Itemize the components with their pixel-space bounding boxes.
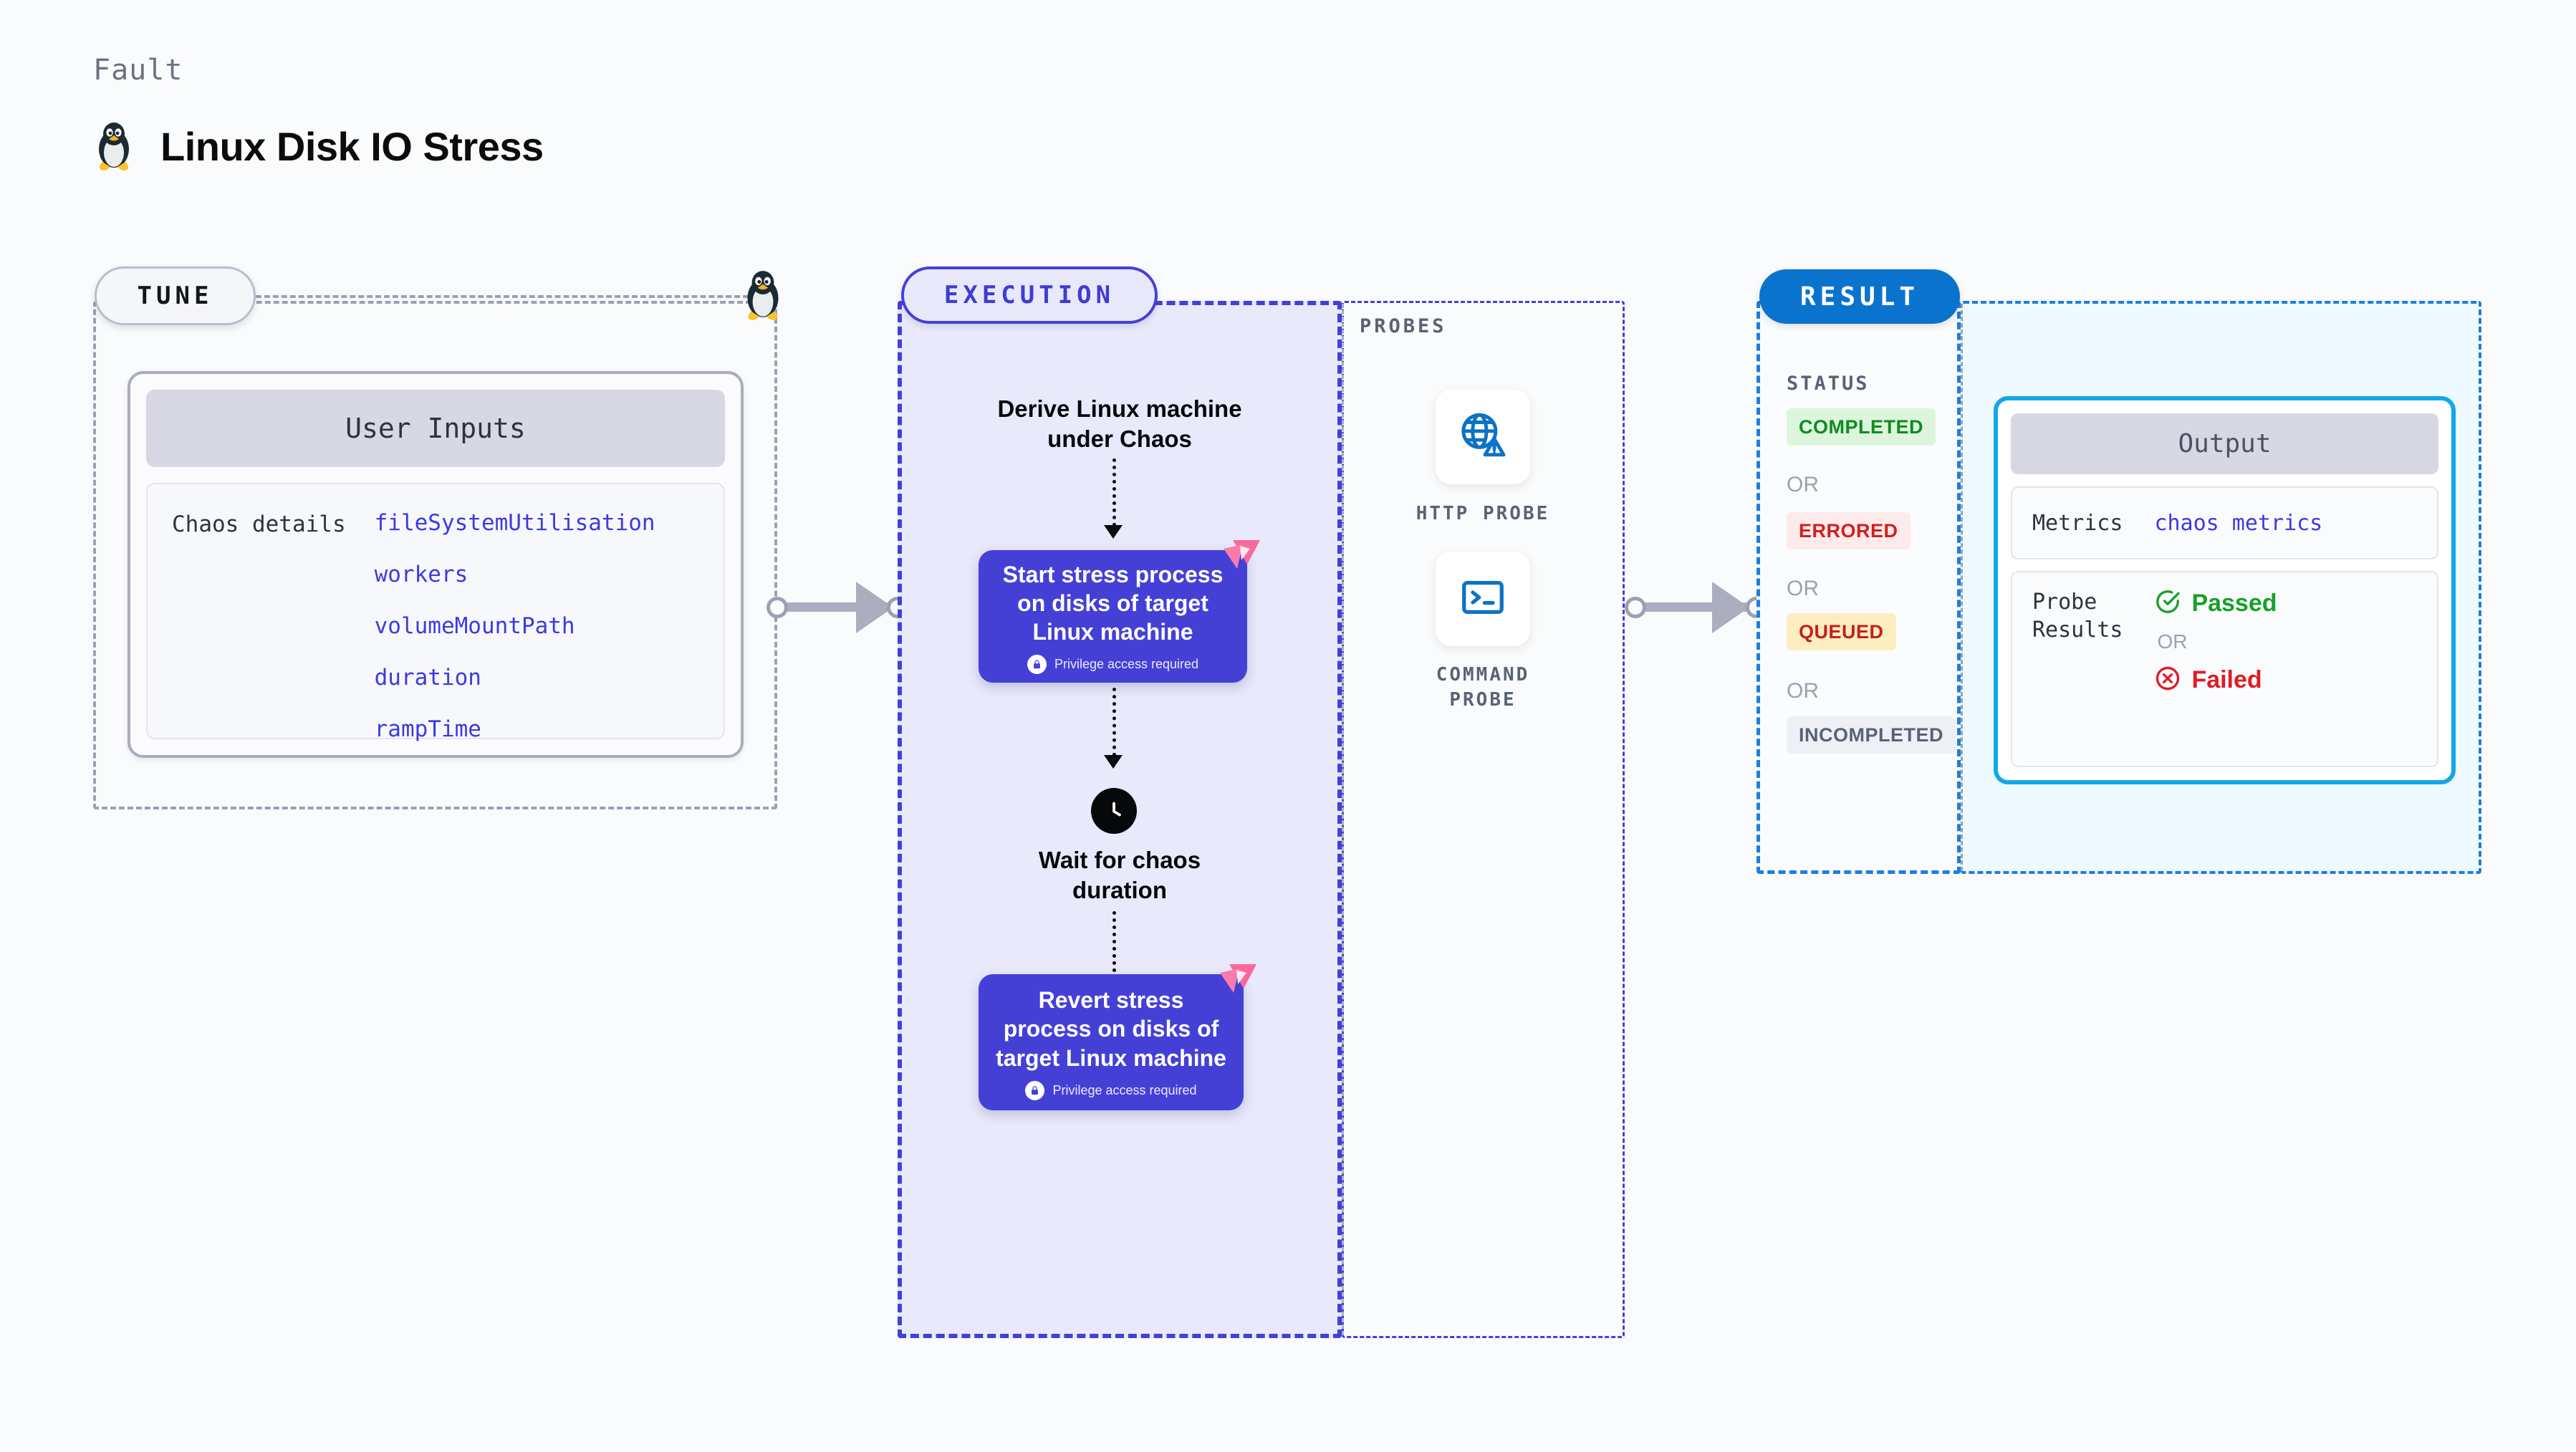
step-derive-machine: Derive Linux machine under Chaos (997, 395, 1242, 453)
output-row-probe-results: Probe Results Passed OR (2011, 571, 2438, 767)
privilege-note-revert: Privilege access required (1025, 1080, 1197, 1100)
page-title: Linux Disk IO Stress (160, 123, 544, 169)
param-fileSystemUtilisation: fileSystemUtilisation (374, 510, 655, 536)
probe-label-command: COMMAND PROBE (1436, 664, 1530, 711)
privilege-note-start: Privilege access required (1027, 655, 1199, 675)
probes-section-label: PROBES (1360, 315, 1447, 337)
probe-tile-http[interactable] (1436, 390, 1530, 484)
probes-divider (1342, 304, 1344, 1335)
check-circle-icon (2154, 588, 2181, 619)
probe-tile-command[interactable] (1436, 552, 1530, 646)
failed-label: Failed (2191, 666, 2262, 693)
probe-result-or: OR (2157, 630, 2188, 653)
user-inputs-body: Chaos details fileSystemUtilisation work… (146, 483, 725, 742)
passed-label: Passed (2191, 590, 2277, 617)
page-title-row: Linux Disk IO Stress (93, 120, 544, 172)
result-status-panel (1756, 301, 1961, 874)
litmus-logo-badge-start (1219, 530, 1263, 574)
arrowhead-derive-to-start (1104, 525, 1123, 539)
arrow-derive-to-start (1112, 458, 1116, 527)
param-rampTime: rampTime (374, 716, 481, 742)
execution-card-start-stress[interactable]: Start stress process on disks of target … (979, 540, 1260, 683)
tux-penguin-icon (93, 120, 135, 172)
arrow-start-to-wait (1112, 688, 1116, 756)
chaos-details-values: fileSystemUtilisation workers volumeMoun… (374, 510, 655, 742)
probe-result-failed: Failed (2154, 665, 2277, 696)
user-inputs-card: User Inputs Chaos details fileSystemUtil… (128, 371, 744, 758)
param-duration: duration (374, 665, 481, 691)
probe-results-values: Passed OR Failed (2154, 588, 2277, 750)
metrics-value: chaos metrics (2154, 510, 2323, 536)
chaos-details-label: Chaos details (172, 511, 346, 537)
output-card-header: Output (2011, 413, 2438, 474)
x-circle-icon (2154, 665, 2181, 696)
connector-arrowhead-2 (1712, 582, 1749, 633)
fault-kicker: Fault (93, 54, 183, 87)
param-volumeMountPath: volumeMountPath (374, 613, 575, 639)
status-or-3: OR (1787, 679, 1819, 703)
tune-dashed-connector (256, 295, 757, 298)
status-badge-queued: QUEUED (1787, 613, 1896, 650)
output-card: Output Metrics chaos metrics Probe Resul… (1994, 396, 2456, 784)
status-badge-completed: COMPLETED (1787, 408, 1936, 446)
terminal-icon (1458, 572, 1508, 626)
connector-dot-left-2 (1625, 597, 1646, 618)
tux-penguin-icon-small (741, 269, 784, 325)
revert-stress-title: Revert stress process on disks of target… (996, 987, 1226, 1071)
status-or-1: OR (1787, 473, 1819, 496)
privilege-note-revert-text: Privilege access required (1052, 1082, 1197, 1097)
privilege-note-start-text: Privilege access required (1054, 657, 1199, 672)
status-badge-errored: ERRORED (1787, 512, 1911, 549)
result-divider (1961, 304, 1963, 871)
result-pill-label: RESULT (1759, 269, 1960, 324)
execution-card-revert-stress[interactable]: Revert stress process on disks of target… (979, 964, 1256, 1110)
user-inputs-header: User Inputs (146, 390, 725, 467)
param-workers: workers (374, 562, 468, 587)
arrowhead-start-to-wait (1104, 755, 1123, 769)
litmus-logo-badge-revert (1215, 954, 1259, 999)
clock-icon (1091, 788, 1137, 834)
status-or-2: OR (1787, 577, 1819, 600)
globe-warning-icon (1456, 409, 1509, 466)
start-stress-title: Start stress process on disks of target … (1002, 561, 1224, 645)
status-badge-incompleted: INCOMPLETED (1787, 716, 1956, 754)
probe-results-label: Probe Results (2032, 590, 2123, 643)
step-wait-duration: Wait for chaos duration (1038, 847, 1201, 904)
tune-pill-label: TUNE (95, 266, 256, 325)
probe-result-passed: Passed (2154, 588, 2277, 619)
lock-icon (1025, 1080, 1045, 1100)
arrow-wait-to-revert (1112, 911, 1116, 979)
output-row-metrics: Metrics chaos metrics (2011, 486, 2438, 559)
status-section-label: STATUS (1787, 372, 1870, 395)
execution-pill-label: EXECUTION (901, 266, 1158, 324)
metrics-label: Metrics (2032, 510, 2123, 536)
lock-icon (1027, 655, 1047, 675)
probe-label-http: HTTP PROBE (1416, 503, 1550, 524)
tune-panel (93, 301, 777, 809)
connector-dot-left-1 (766, 597, 788, 618)
